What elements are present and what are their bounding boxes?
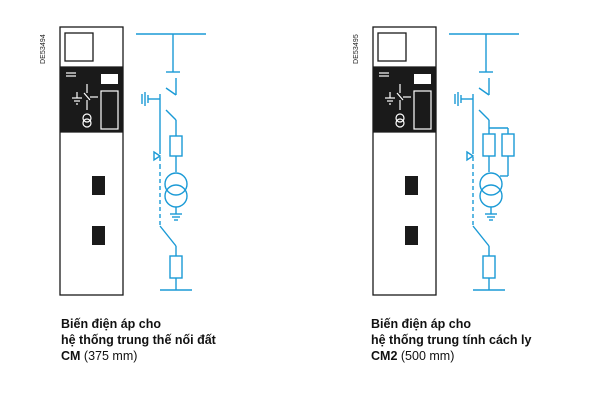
cm2-caption-line2: hệ thống trung tính cách ly bbox=[371, 333, 532, 347]
cm2-size-label: (500 mm) bbox=[397, 349, 455, 363]
cm2-model-label: CM2 bbox=[371, 349, 398, 363]
cm-drawing-code: DE53494 bbox=[40, 34, 47, 64]
cm-caption-line2: hệ thống trung thế nối đất bbox=[61, 333, 216, 347]
cm-cubicle bbox=[59, 26, 124, 296]
cm2-cubicle-internals bbox=[379, 72, 432, 130]
cm-size-label: (375 mm) bbox=[80, 349, 138, 363]
cm2-diagram-panel: DE53495 Biến điện áp cho hệ thống trung … bbox=[313, 0, 600, 400]
cm-window-upper bbox=[92, 176, 105, 195]
cm-diagram-panel: DE53494 Biến điện áp cho hệ thống trung … bbox=[40, 26, 216, 364]
cm2-cubicle bbox=[372, 26, 437, 296]
cm2-drawing-code: DE53495 bbox=[353, 34, 360, 64]
cm-diagram-svg bbox=[59, 26, 206, 296]
cm-caption: Biến điện áp cho hệ thống trung thế nối … bbox=[61, 316, 216, 364]
cm-caption-line1: Biến điện áp cho bbox=[61, 317, 162, 331]
cm2-window-lower bbox=[405, 226, 418, 245]
cm2-diagram-svg bbox=[372, 26, 519, 296]
cm2-schematic bbox=[449, 33, 519, 291]
cm-schematic bbox=[136, 33, 206, 291]
cm-model-label: CM bbox=[61, 349, 81, 363]
cm2-caption-line1: Biến điện áp cho bbox=[371, 317, 472, 331]
cm-cubicle-internals bbox=[66, 72, 119, 130]
cm2-window-upper bbox=[405, 176, 418, 195]
cm-window-lower bbox=[92, 226, 105, 245]
cm2-caption: Biến điện áp cho hệ thống trung tính các… bbox=[371, 316, 531, 364]
